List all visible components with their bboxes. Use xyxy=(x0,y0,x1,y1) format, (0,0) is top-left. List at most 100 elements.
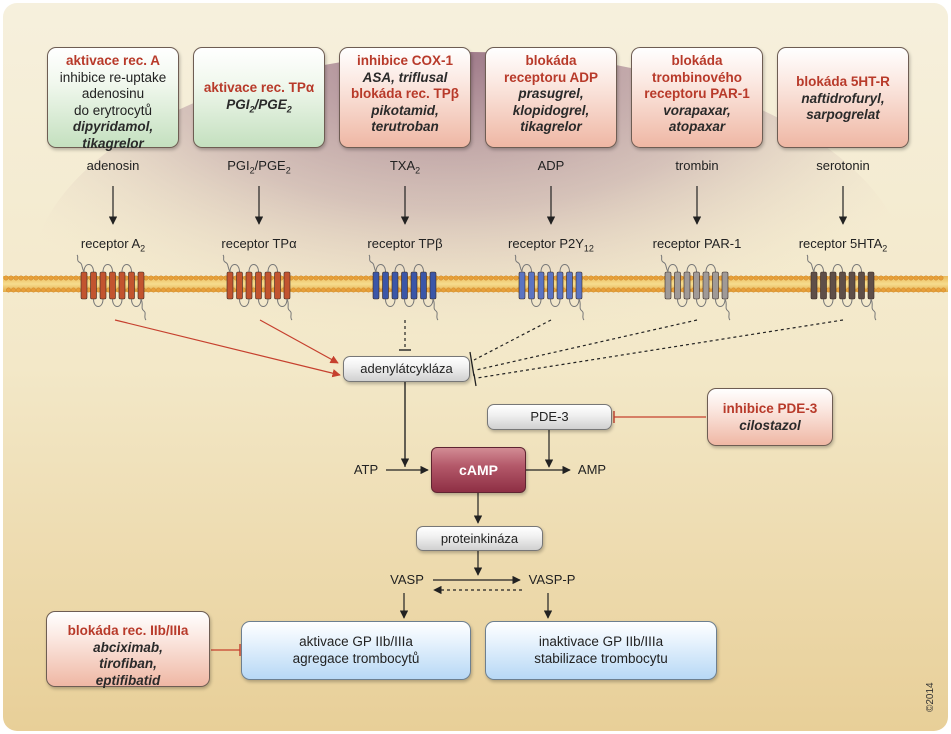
adenylate-cyclase-node-text: adenylátcykláza xyxy=(360,361,453,376)
drug-box-description: inhibice re-uptake xyxy=(59,69,167,85)
receptor-text: receptor A xyxy=(80,236,141,251)
receptor-text: receptor TPα xyxy=(221,236,297,251)
drug-box-drugs: dipyridamol, xyxy=(72,119,154,134)
drug-box-drugs: klopidogrel, xyxy=(512,102,590,118)
outcome-line: aktivace GP IIb/IIIa xyxy=(299,634,413,649)
vasp-p-label-text: VASP-P xyxy=(528,572,576,587)
drug-box-drugs: prasugrel, xyxy=(518,86,584,101)
receptor-glyph xyxy=(222,254,293,321)
drug-box-heading-line: receptoru ADP xyxy=(503,69,599,85)
agonist-text: adenosin xyxy=(86,158,140,173)
subscript: 2 xyxy=(249,165,255,176)
agonist-text: TXA xyxy=(389,158,416,173)
vasp-p-label: VASP-P xyxy=(522,572,582,587)
receptor-text: receptor P2Y xyxy=(508,236,584,251)
drug-box-heading: aktivace rec. TPα xyxy=(203,80,315,95)
outcome-line: agregace trombocytů xyxy=(292,650,420,666)
drug-box-heading-line: blokáda xyxy=(525,53,577,68)
drug-box-drugs: tikagrelor xyxy=(82,135,144,151)
connector xyxy=(469,351,473,365)
atp-label-text: ATP xyxy=(353,462,379,477)
receptor-glyph xyxy=(806,254,877,321)
gp-blocker-drug: tirofiban, xyxy=(99,656,157,671)
agonist-label-2: PGI2/PGE2 xyxy=(199,158,319,176)
pde3-node: PDE-3 xyxy=(487,404,612,430)
receptor-label-3: receptor TPβ xyxy=(335,236,475,251)
drug-box-heading-line: receptoru PAR-1 xyxy=(644,86,750,101)
connector xyxy=(475,319,698,371)
pde3-node-text: PDE-3 xyxy=(530,409,569,424)
gp-blocker-drug: abciximab, xyxy=(93,639,163,655)
gp-blocker-heading: blokáda rec. IIb/IIIa xyxy=(67,623,189,638)
outcome-line: inaktivace GP IIb/IIIa xyxy=(538,634,664,649)
connector xyxy=(114,319,341,378)
drug-box-drugs: sarpogrelat xyxy=(806,107,880,122)
drug-box-heading: blokáda 5HT-R xyxy=(796,74,890,89)
amp-label-text: AMP xyxy=(577,462,607,477)
receptor-glyph xyxy=(660,254,731,321)
drug-box-description: adenosinu xyxy=(81,86,145,101)
atp-label: ATP xyxy=(346,462,386,477)
gp-blocker-drug: eptifibatid xyxy=(95,672,161,688)
drug-box-heading: blokáda rec. TPβ xyxy=(350,86,460,101)
pde3-inhibitor-heading: inhibice PDE-3 xyxy=(722,401,818,416)
agonist-text: ADP xyxy=(537,158,565,173)
drug-box-heading-line: trombinového xyxy=(652,69,742,85)
drug-box-drugs: ASA, triflusal xyxy=(362,69,448,85)
receptor-label-6: receptor 5HTA2 xyxy=(773,236,913,254)
drug-box-heading: aktivace rec. A xyxy=(65,53,161,68)
agonist-label-5: trombin xyxy=(637,158,757,173)
subscript: 2 xyxy=(140,243,146,254)
drug-box-drugs: vorapaxar, xyxy=(663,102,731,118)
drug-box-drugs: terutroban xyxy=(371,119,439,134)
receptor-text: receptor TPβ xyxy=(367,236,443,251)
agonist-text: serotonin xyxy=(816,158,870,173)
agonist-text: PGI xyxy=(227,158,250,173)
drug-box-heading: inhibice COX-1 xyxy=(356,53,454,68)
agonist-label-3: TXA2 xyxy=(345,158,465,176)
adenylate-cyclase-node: adenylátcykláza xyxy=(343,356,470,382)
drug-box-drugs: PGI2/PGE2 xyxy=(226,96,292,115)
agonist-label-1: adenosin xyxy=(53,158,173,173)
connector xyxy=(259,319,339,364)
agonist-label-4: ADP xyxy=(491,158,611,173)
drug-box-drugs: naftidrofuryl, xyxy=(801,90,885,106)
subscript: 2 xyxy=(882,243,888,254)
receptor-text: receptor 5HTA xyxy=(798,236,883,251)
subscript: 2 xyxy=(415,165,421,176)
agonist-text: /PGE xyxy=(254,158,286,173)
agonist-label-6: serotonin xyxy=(783,158,903,173)
amp-label: AMP xyxy=(572,462,612,477)
protein-kinase-node-text: proteinkináza xyxy=(440,531,519,546)
agonist-text: trombin xyxy=(675,158,719,173)
drug-box-description: do erytrocytů xyxy=(73,102,153,118)
connector xyxy=(473,319,552,361)
receptor-label-4: receptor P2Y12 xyxy=(481,236,621,254)
connector xyxy=(473,373,477,387)
subscript: 12 xyxy=(583,243,594,254)
vasp-label: VASP xyxy=(382,572,432,587)
pde3-inhibitor-drug: cilostazol xyxy=(739,417,801,433)
drug-box-drugs: pikotamid, xyxy=(371,102,439,118)
copyright-text: ©2014 xyxy=(925,682,936,712)
receptor-glyph xyxy=(76,254,147,321)
drug-box-drugs: tikagrelor xyxy=(520,119,582,134)
receptor-label-1: receptor A2 xyxy=(43,236,183,254)
drug-box-drugs: atopaxar xyxy=(668,119,726,134)
camp-node-text: cAMP xyxy=(459,462,498,478)
subscript: 2 xyxy=(285,165,291,176)
outcome-line: stabilizace trombocytu xyxy=(534,650,668,666)
receptor-label-2: receptor TPα xyxy=(189,236,329,251)
receptor-text: receptor PAR-1 xyxy=(652,236,742,251)
protein-kinase-node: proteinkináza xyxy=(416,526,543,551)
